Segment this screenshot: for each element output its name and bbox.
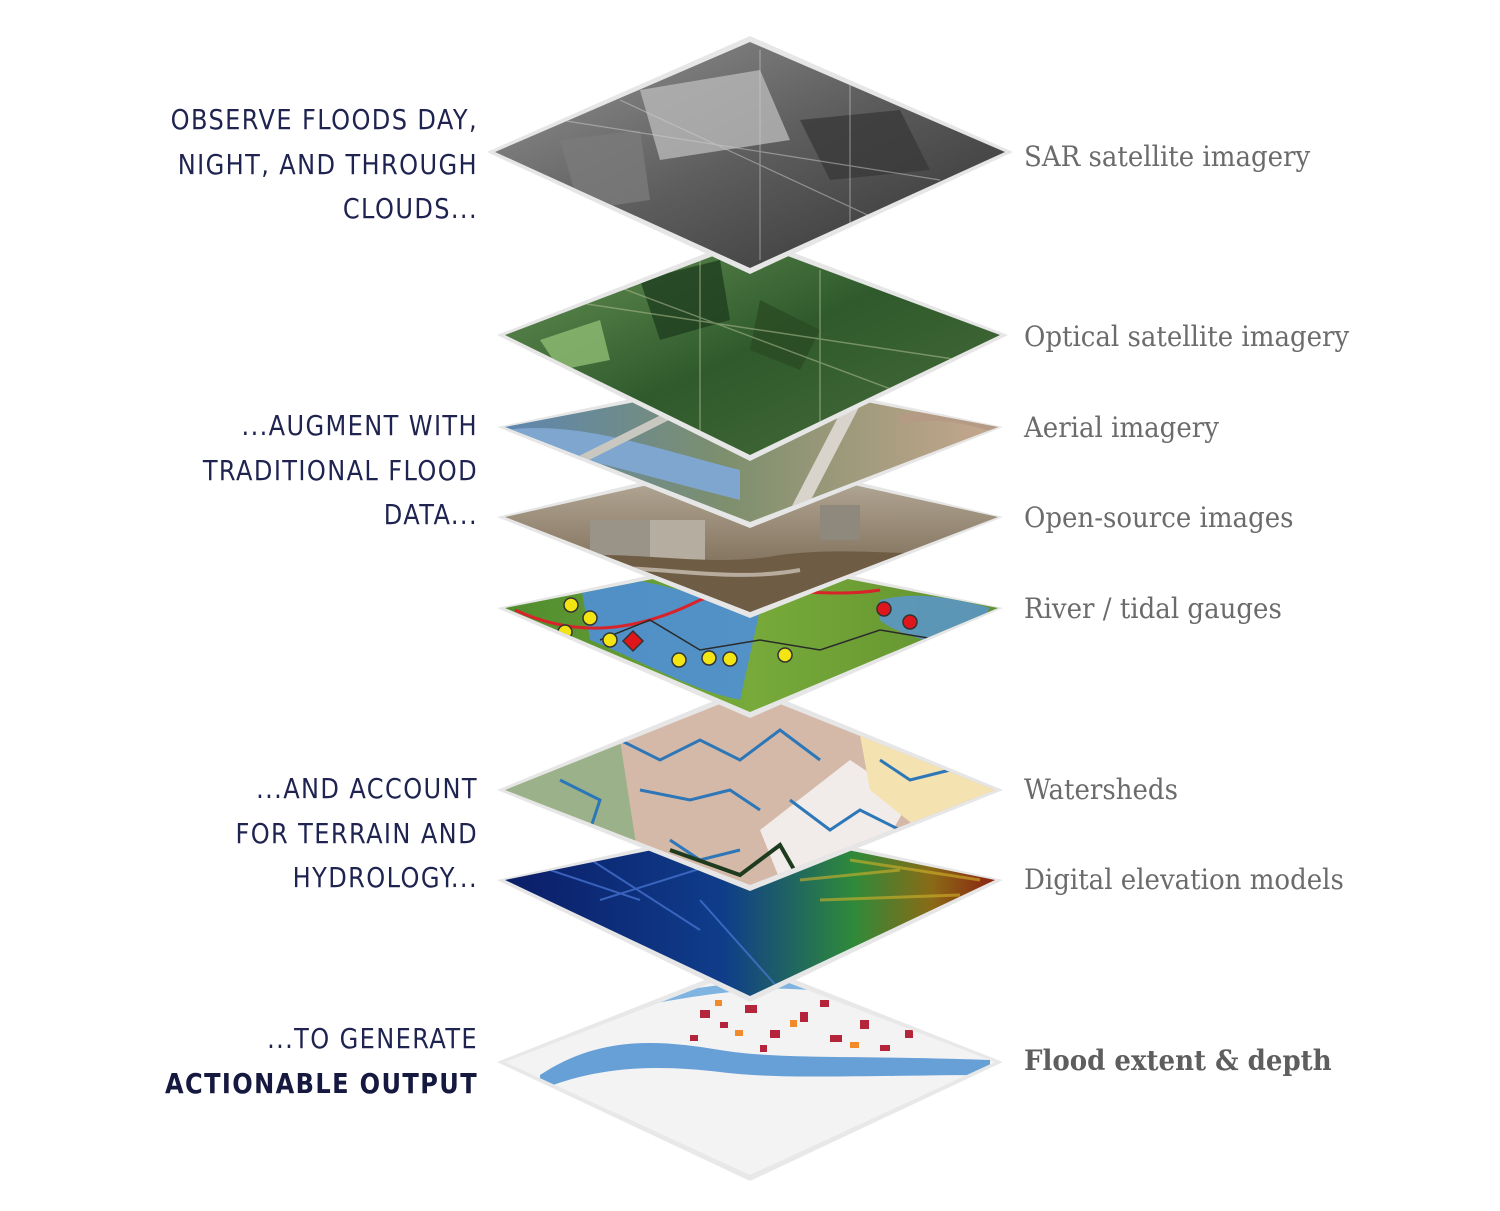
layer-label-flood-output: Flood extent & depth [1024, 1044, 1332, 1077]
layer-label-sar: SAR satellite imagery [1024, 140, 1311, 173]
layer-label-open-source: Open-source images [1024, 501, 1294, 534]
caption-line: CLOUDS... [342, 192, 478, 225]
caption-line: NIGHT, AND THROUGH [177, 147, 478, 181]
caption-line: TRADITIONAL FLOOD [202, 453, 478, 487]
caption-line: ...AUGMENT WITH [241, 409, 478, 442]
layer-label-elevation: Digital elevation models [1024, 863, 1344, 896]
caption-line: OBSERVE FLOODS DAY, [170, 103, 479, 136]
layer-label-optical: Optical satellite imagery [1024, 320, 1350, 353]
caption-observe-floods: OBSERVE FLOODS DAY, NIGHT, AND THROUGH C… [117, 98, 478, 232]
caption-emphasis: ACTIONABLE OUTPUT [165, 1066, 478, 1100]
layer-label-aerial: Aerial imagery [1024, 411, 1219, 444]
caption-line: ...AND ACCOUNT [256, 772, 478, 805]
caption-augment-data: ...AUGMENT WITH TRADITIONAL FLOOD DATA..… [117, 404, 478, 538]
caption-line: ...TO GENERATE [267, 1022, 478, 1055]
caption-line: FOR TERRAIN AND [235, 816, 478, 850]
caption-line: DATA... [383, 498, 478, 531]
layer-label-gauges: River / tidal gauges [1024, 592, 1282, 625]
layer-label-watersheds: Watersheds [1024, 773, 1178, 806]
caption-generate-output: ...TO GENERATE ACTIONABLE OUTPUT [117, 1017, 478, 1106]
caption-terrain-hydrology: ...AND ACCOUNT FOR TERRAIN AND HYDROLOGY… [117, 767, 478, 901]
sar-imagery-tile [487, 36, 1013, 274]
caption-line: HYDROLOGY... [292, 861, 478, 894]
